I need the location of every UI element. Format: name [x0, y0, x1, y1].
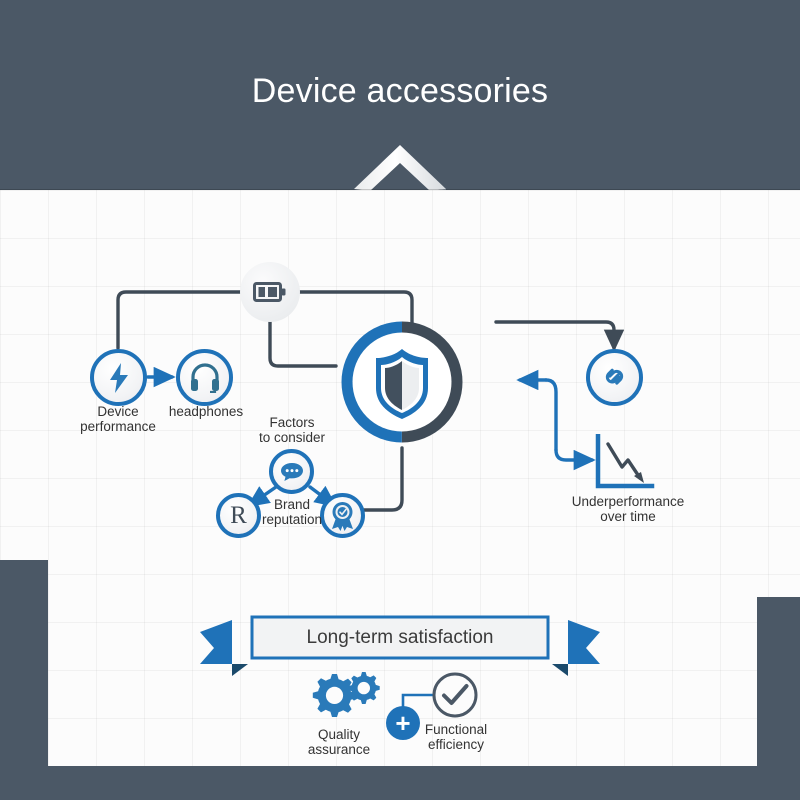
plus-icon: +	[386, 706, 420, 740]
chevron-up-icon	[354, 145, 446, 191]
footer-bar	[0, 766, 800, 800]
battery-icon	[253, 282, 286, 302]
gears-icon	[312, 672, 380, 717]
label-factors-to-consider: Factors to consider	[258, 415, 326, 445]
central-hub[interactable]	[336, 316, 468, 448]
check-circle-icon	[432, 672, 478, 718]
label-quality-assurance: Quality assurance	[307, 727, 371, 757]
node-functional-efficiency[interactable]	[431, 671, 479, 724]
node-underperformance[interactable]	[594, 433, 656, 497]
registered-r-icon: R	[230, 501, 247, 529]
decor-block-left	[0, 560, 48, 800]
label-underperformance: Underperformance over time	[571, 494, 685, 524]
award-ribbon-icon	[332, 501, 353, 531]
banner-wrap: Long-term satisfaction	[252, 617, 548, 675]
banner-label: Long-term satisfaction	[306, 626, 494, 648]
label-device-performance: Device performance	[80, 404, 156, 434]
headphones-icon	[190, 362, 219, 393]
chain-link-icon	[605, 368, 623, 385]
diagram-panel	[0, 190, 800, 766]
declining-chart-icon	[595, 433, 655, 489]
speech-bubble-icon	[280, 462, 303, 481]
page-title: Device accessories	[251, 72, 549, 110]
label-headphones: headphones	[168, 404, 244, 419]
header-bar: Device accessories	[0, 0, 800, 191]
label-functional-efficiency: Functional efficiency	[424, 722, 488, 752]
label-brand-reputation: Brand reputation	[261, 497, 323, 527]
node-quality-assurance[interactable]	[306, 670, 386, 727]
lightning-bolt-icon	[109, 362, 128, 393]
shield-icon	[341, 321, 463, 443]
plus-symbol: +	[395, 708, 411, 738]
